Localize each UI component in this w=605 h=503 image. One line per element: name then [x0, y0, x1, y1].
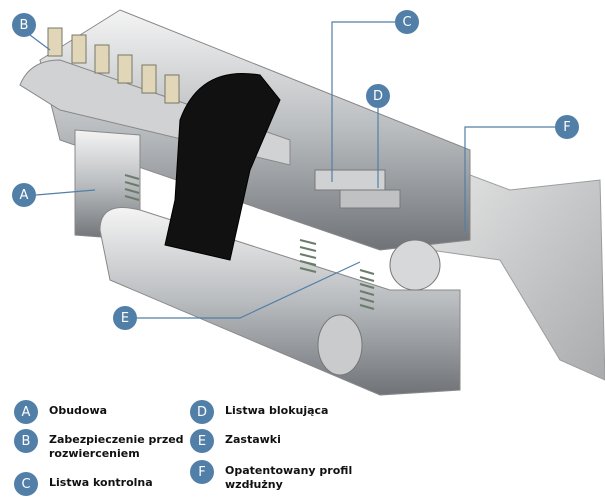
- callout-a: A: [12, 183, 36, 207]
- legend-label-d: Listwa blokująca: [225, 404, 329, 417]
- legend-badge-e: E: [190, 429, 214, 453]
- key-shape: [429, 159, 605, 381]
- leader-line-c: [331, 21, 396, 182]
- leader-line-e: [137, 261, 361, 319]
- legend-badge-a: A: [14, 400, 38, 424]
- legend-label-a: Obudowa: [49, 404, 108, 417]
- callout-d: D: [366, 84, 390, 108]
- legend-item-e: E Zastawki: [190, 429, 365, 453]
- legend-label-f: Opatentowany profil wzdłużny: [225, 464, 353, 491]
- leader-line-a: [35, 189, 96, 196]
- callout-f: F: [555, 115, 579, 139]
- legend-badge-b: B: [14, 429, 38, 453]
- legend-badge-f: F: [190, 460, 214, 484]
- legend-badge-d: D: [190, 400, 214, 424]
- legend-item-f: F Opatentowany profil wzdłużny: [190, 460, 365, 492]
- legend-label-e: Zastawki: [225, 433, 281, 446]
- callout-b: B: [12, 13, 36, 37]
- legend-item-c: C Listwa kontrolna: [14, 472, 189, 496]
- legend-item-b: B Zabezpieczenie przed rozwierceniem: [14, 429, 189, 461]
- legend-item-d: D Listwa blokująca: [190, 400, 365, 424]
- leader-line-b: [29, 34, 51, 51]
- lock-cylinder-illustration: [19, 9, 605, 396]
- legend-label-c: Listwa kontrolna: [49, 476, 153, 489]
- legend-badge-c: C: [14, 472, 38, 496]
- legend-label-b: Zabezpieczenie przed rozwierceniem: [49, 433, 184, 460]
- leader-line-f: [464, 126, 555, 232]
- legend-item-a: A Obudowa: [14, 400, 189, 424]
- callout-c: C: [395, 10, 419, 34]
- callout-e: E: [113, 306, 137, 330]
